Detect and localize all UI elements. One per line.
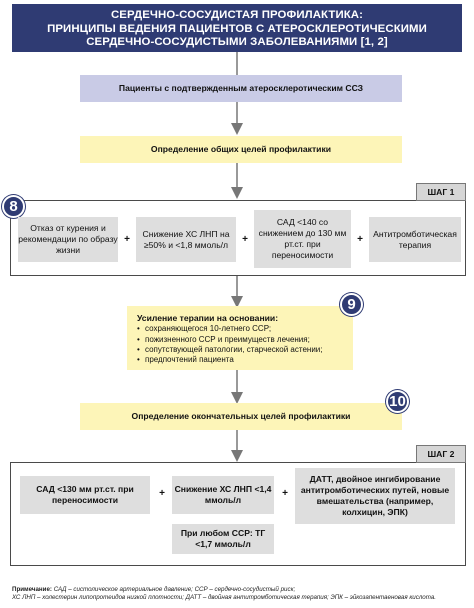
plus-sign: + [124,234,130,245]
footnote-line-2: ХС ЛНП – холестерин липопротеидов низкой… [12,594,436,601]
plus-sign: + [282,488,288,499]
step1-item-bp: САД <140 со снижением до 130 мм рт.ст. п… [254,210,351,268]
footnote-label: Примечание: [12,586,52,593]
intensification-item: сопутствующей патологии, старческой асте… [137,345,343,356]
general-goals-box: Определение общих целей профилактики [80,136,402,163]
plus-sign: + [242,234,248,245]
footnote: Примечание: САД – систолическое артериал… [12,586,464,602]
step2-item-bp: САД <130 мм рт.ст. при переносимости [20,476,150,514]
final-goals-badge: 10 [386,390,409,413]
intensification-item: пожизненного ССР и преимуществ лечения; [137,335,343,346]
intensification-box: Усиление терапии на основании: сохраняющ… [127,306,353,370]
title-line-2: ПРИНЦИПЫ ВЕДЕНИЯ ПАЦИЕНТОВ С АТЕРОСКЛЕРО… [47,22,427,35]
footnote-line-1: САД – систолическое артериальное давлени… [53,586,296,593]
step2-item-tg: При любом ССР: ТГ <1,7 ммоль/л [172,524,274,554]
intensification-item: сохраняющегося 10-летнего ССР; [137,324,343,335]
step1-item-ldl: Снижение ХС ЛНП на ≥50% и <1,8 ммоль/л [136,217,236,262]
step1-label: ШАГ 1 [416,183,466,201]
start-box: Пациенты с подтвержденным атеросклеротич… [80,75,402,102]
intensification-title: Усиление терапии на основании: [137,313,279,323]
step2-item-ldl: Снижение ХС ЛНП <1,4 ммоль/л [172,476,274,514]
intensification-item: предпочтений пациента [137,355,343,366]
page-title: СЕРДЕЧНО-СОСУДИСТАЯ ПРОФИЛАКТИКА: ПРИНЦИ… [12,4,462,52]
step1-badge: 8 [2,195,25,218]
final-goals-box: Определение окончательных целей профилак… [80,403,402,430]
step2-item-dat: ДАТТ, двойное ингибирование антитромботи… [295,468,455,524]
step1-item-lifestyle: Отказ от курения и рекомендации по образ… [18,217,118,262]
plus-sign: + [159,488,165,499]
title-line-1: СЕРДЕЧНО-СОСУДИСТАЯ ПРОФИЛАКТИКА: [110,9,364,21]
step1-item-antithrombotic: Антитромботическая терапия [369,217,461,262]
title-line-3: СЕРДЕЧНО-СОСУДИСТЫМИ ЗАБОЛЕВАНИЯМИ [1, 2… [86,36,388,48]
plus-sign: + [357,234,363,245]
step2-label: ШАГ 2 [416,445,466,463]
intensification-badge: 9 [340,293,363,316]
